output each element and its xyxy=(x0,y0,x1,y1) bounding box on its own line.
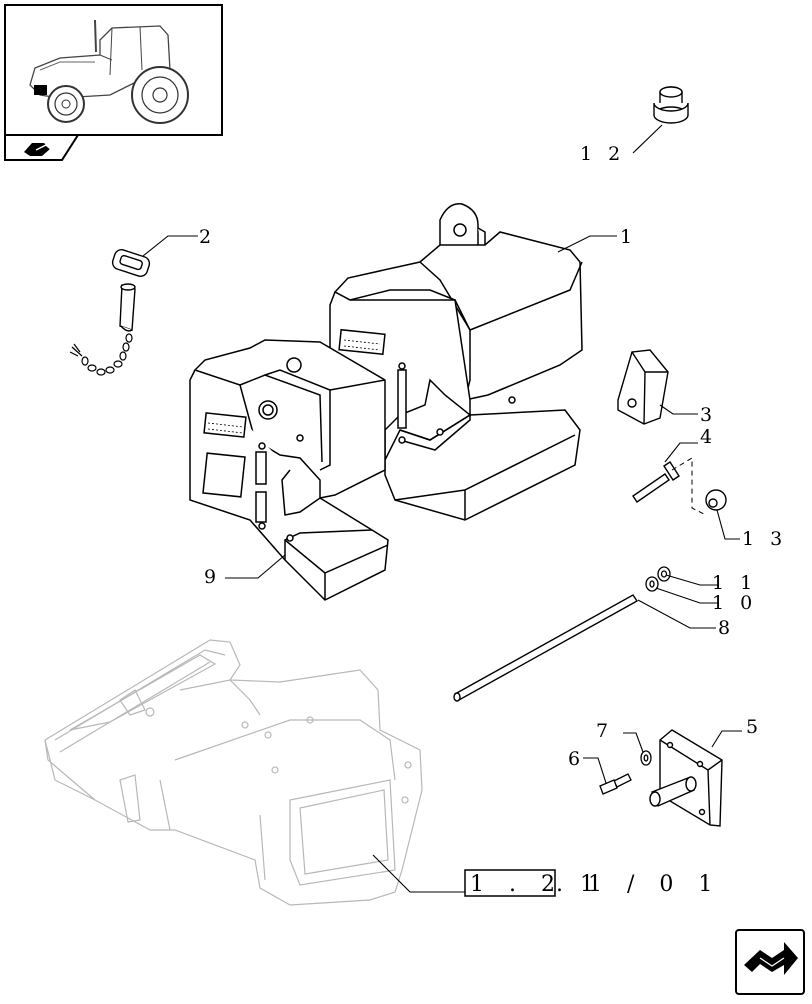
callout-12: 1 2 xyxy=(580,143,625,165)
callout-6: 6 xyxy=(568,748,585,770)
next-page-arrow-icon xyxy=(744,942,798,975)
callout-3: 3 xyxy=(700,404,717,426)
callout-9: 9 xyxy=(204,566,221,588)
callout-8: 8 xyxy=(718,617,735,639)
part-4-screw xyxy=(632,461,680,503)
reference-suffix: . 1 / 0 1 xyxy=(556,872,721,897)
tractor-thumbnail-icon xyxy=(4,4,223,161)
section-nav-icon[interactable] xyxy=(24,143,53,156)
part-3-wedge-block xyxy=(617,349,669,425)
callout-7: 7 xyxy=(596,720,613,742)
reference-boxed-code: 1 . 2 1 xyxy=(470,872,603,897)
next-page-button[interactable] xyxy=(735,929,805,995)
part-8-tie-rod xyxy=(453,594,639,702)
callout-5: 5 xyxy=(746,716,763,738)
part-9-side-weight xyxy=(189,339,389,601)
chassis-reference-ghost xyxy=(44,639,423,906)
callout-2: 2 xyxy=(199,226,216,248)
part-13-bush xyxy=(705,489,727,511)
callout-1: 1 xyxy=(620,226,637,248)
cross-reference[interactable]: 1 . 2 1 . 1 / 0 1 xyxy=(464,869,721,897)
callout-13: 1 3 xyxy=(742,528,787,550)
callout-labels: 1 2 2 1 3 4 1 3 1 1 1 0 8 9 5 7 6 xyxy=(199,143,787,770)
reference-box xyxy=(464,869,556,897)
part-5-support-plate xyxy=(649,729,723,827)
part-2-lynch-pin xyxy=(111,249,151,332)
part-10-washer xyxy=(645,576,659,592)
leader-lines xyxy=(142,124,742,893)
part-2-chain xyxy=(69,333,133,376)
callout-4: 4 xyxy=(700,426,717,448)
part-6-bolt xyxy=(599,773,632,795)
part-12-plug xyxy=(653,86,689,124)
callout-10: 1 0 xyxy=(712,592,757,614)
part-4-fit-line xyxy=(671,457,707,516)
callout-11: 1 1 xyxy=(712,572,757,594)
part-11-nut xyxy=(657,566,671,582)
part-7-washer xyxy=(640,750,652,766)
